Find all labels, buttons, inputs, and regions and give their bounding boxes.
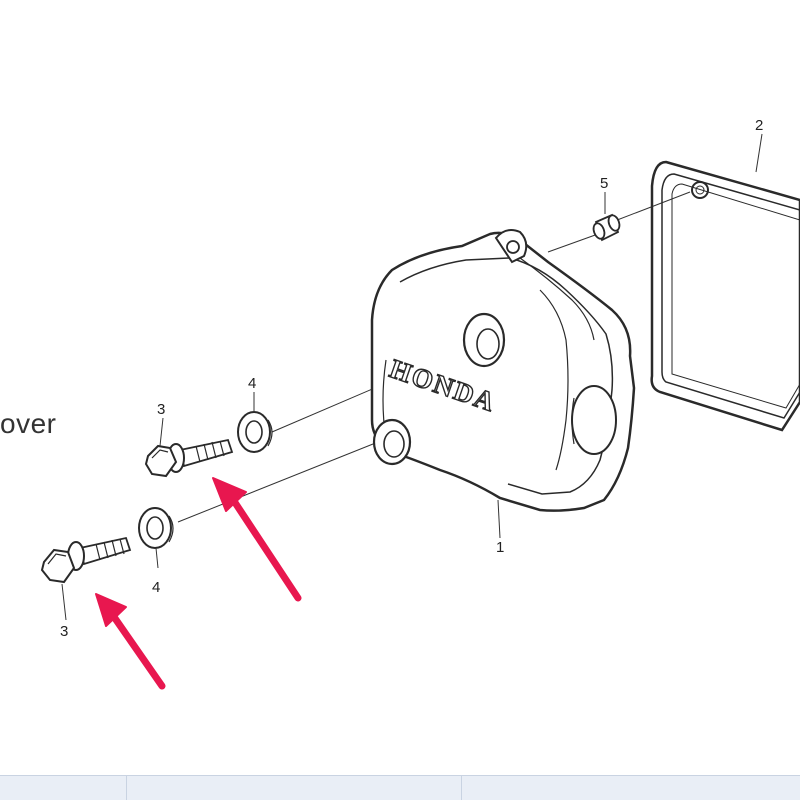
bottom-table-header — [0, 775, 800, 800]
table-header-cell — [0, 776, 127, 800]
cylinder-head-cover: HONDA — [370, 229, 636, 512]
callout-bolt-lower: 3 — [60, 623, 68, 640]
callout-washer-upper: 4 — [248, 375, 256, 392]
highlight-arrow-lower — [95, 593, 166, 690]
side-label: over — [0, 408, 57, 439]
callout-gasket: 2 — [755, 117, 763, 134]
table-header-cell — [462, 776, 800, 800]
parts-diagram: HONDA — [40, 117, 800, 690]
highlight-arrows — [95, 477, 302, 690]
bolts — [40, 438, 234, 584]
washer-lower — [138, 507, 174, 549]
dowel-pin — [592, 213, 621, 242]
callout-leaders — [61, 133, 763, 621]
highlight-arrow-upper — [212, 477, 302, 602]
callouts: 2 5 1 4 4 3 3 — [60, 117, 763, 640]
callout-cover: 1 — [496, 539, 504, 556]
callout-washer-lower: 4 — [152, 579, 160, 596]
bolt-upper — [144, 438, 234, 478]
washer-upper — [237, 411, 273, 453]
callout-bolt-upper: 3 — [157, 401, 165, 418]
callout-dowel: 5 — [600, 175, 608, 192]
table-header-cell — [127, 776, 462, 800]
bolt-lower — [40, 536, 132, 584]
gasket — [650, 160, 800, 432]
